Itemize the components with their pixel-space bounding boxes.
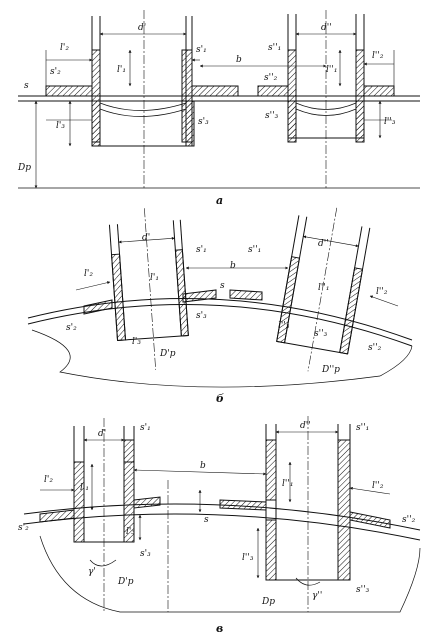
panel-a: d' d'' l'₂ s'₂ l'₁ s'₁ b s''₁ s''₂ l''₁ … bbox=[17, 10, 420, 207]
label-dpa: D'p bbox=[159, 349, 176, 359]
label-b: b bbox=[230, 261, 236, 271]
label-s3a: s'₃ bbox=[198, 117, 209, 127]
label-s1b: s''₁ bbox=[248, 245, 261, 255]
label-s1b: s''₁ bbox=[356, 423, 369, 433]
label-d1: d' bbox=[142, 233, 150, 243]
label-gb: γ'' bbox=[312, 591, 322, 601]
label-d1: d' bbox=[138, 23, 146, 33]
label-d2: d'' bbox=[321, 23, 332, 33]
label-s2a: s'₂ bbox=[66, 323, 77, 333]
label-ga: γ' bbox=[88, 567, 96, 577]
label-l1a: l'₁ bbox=[80, 483, 89, 493]
label-l2b: l''₂ bbox=[376, 287, 388, 297]
label-s: s bbox=[204, 515, 209, 525]
label-s1a: s'₁ bbox=[140, 423, 151, 433]
label-l1b: l''₁ bbox=[326, 65, 337, 75]
label-s: s bbox=[220, 281, 225, 291]
label-s1a: s'₁ bbox=[196, 245, 207, 255]
label-l2a: l'₂ bbox=[60, 43, 69, 53]
label-l3b: l''₃ bbox=[242, 553, 254, 563]
caption-b: б bbox=[216, 392, 224, 405]
label-b: b bbox=[236, 55, 242, 65]
label-l3b: l''₃ bbox=[384, 117, 396, 127]
label-dpb: Dp bbox=[261, 597, 275, 607]
label-s1b: s''₁ bbox=[268, 43, 281, 53]
label-l2b: l''₂ bbox=[372, 51, 384, 61]
label-l1b: l''₁ bbox=[318, 283, 329, 293]
label-l2b: l''₂ bbox=[372, 481, 384, 491]
label-s3b: s''₃ bbox=[265, 111, 279, 121]
label-s3b: s''₃ bbox=[356, 585, 370, 595]
label-l3a: l'₃ bbox=[126, 527, 135, 537]
label-d1: d' bbox=[98, 429, 106, 439]
label-l1a: l'₁ bbox=[150, 273, 159, 283]
label-b: b bbox=[200, 461, 206, 471]
label-s3b: s''₃ bbox=[314, 329, 328, 339]
label-l1b: l''₁ bbox=[282, 479, 293, 489]
label-s: s bbox=[24, 81, 29, 91]
label-dpa: D'p bbox=[117, 577, 134, 587]
label-dp: Dp bbox=[17, 163, 31, 173]
label-l3a: l'₃ bbox=[132, 337, 141, 347]
label-l3a: l'₃ bbox=[56, 121, 65, 131]
caption-c: в bbox=[216, 622, 223, 635]
panel-c: d' s'₁ d'' s''₁ l'₂ l'₁ b l''₁ l''₂ s'₂ … bbox=[18, 416, 421, 635]
label-d2: d'' bbox=[318, 239, 329, 249]
label-s2a: s'₂ bbox=[50, 67, 61, 77]
label-s2b: s''₂ bbox=[402, 515, 416, 525]
label-s2b: s''₂ bbox=[264, 73, 278, 83]
label-s1a: s'₁ bbox=[196, 45, 207, 55]
label-s3a: s'₃ bbox=[196, 311, 207, 321]
label-dpb: D''p bbox=[321, 365, 340, 375]
panel-b: d' s'₁ s''₁ d'' l'₂ l'₁ b s l''₁ l''₂ s'… bbox=[27, 207, 413, 405]
label-l3b: l''₃ bbox=[278, 321, 290, 331]
label-s2b: s''₂ bbox=[368, 343, 382, 353]
label-l2a: l'₂ bbox=[84, 269, 93, 279]
label-s2a: s'₂ bbox=[18, 523, 29, 533]
caption-a: а bbox=[216, 194, 223, 207]
label-l2a: l'₂ bbox=[44, 475, 53, 485]
label-s3a: s'₃ bbox=[140, 549, 151, 559]
label-d2: d'' bbox=[300, 421, 311, 431]
label-l1a: l'₁ bbox=[117, 65, 126, 75]
